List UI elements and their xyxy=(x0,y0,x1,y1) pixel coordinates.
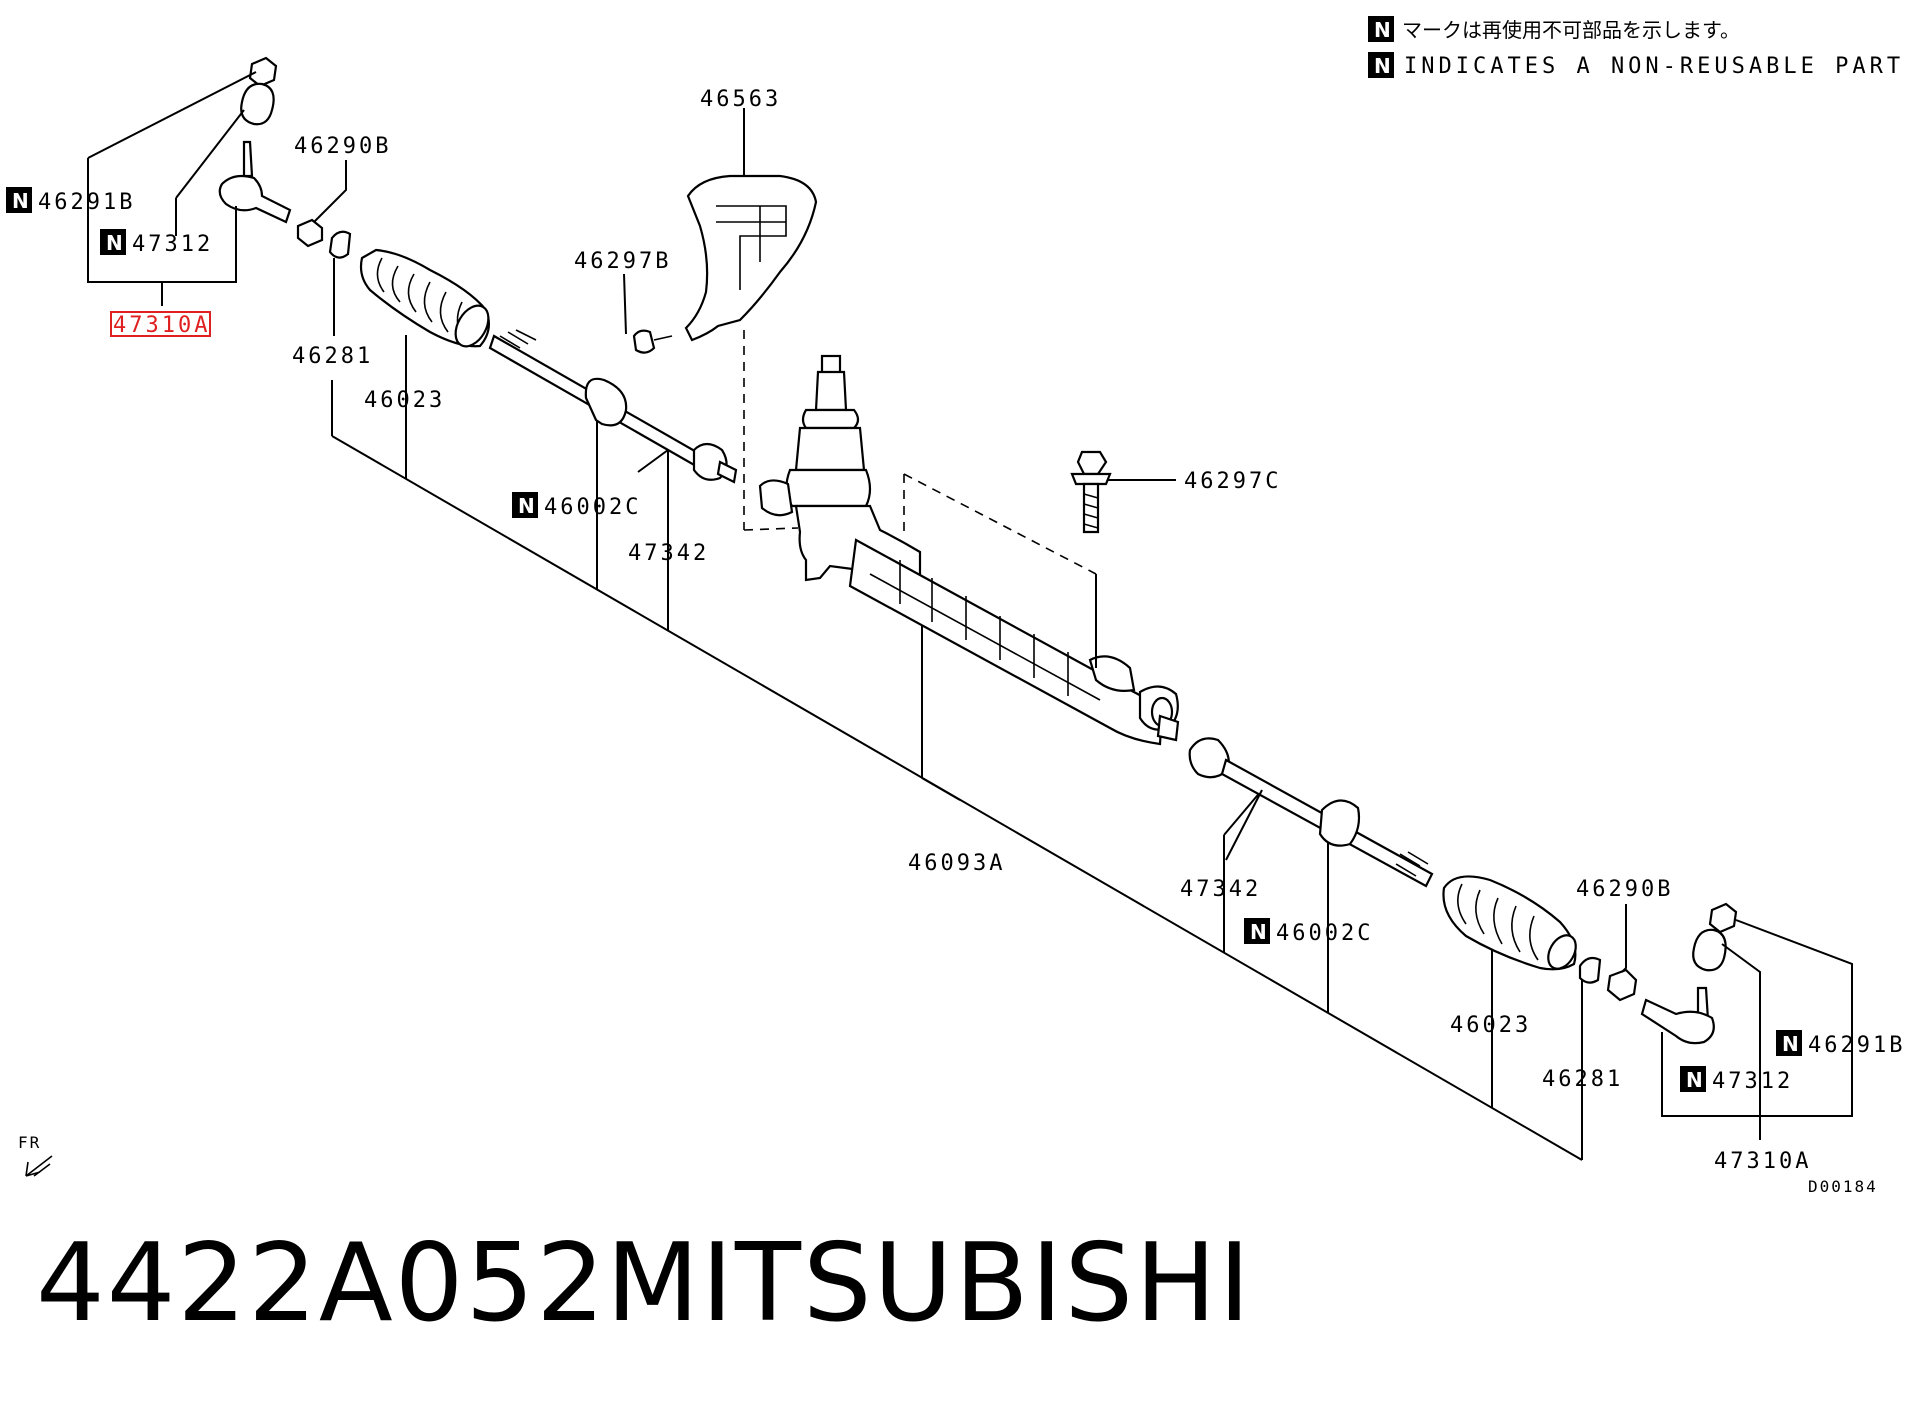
left-bellows-boot: 46023 xyxy=(359,248,491,413)
label-left-46291B: 46291B xyxy=(38,190,135,215)
label-right-47312: 47312 xyxy=(1712,1069,1793,1094)
right-inner-tie-rod: 47342 N 46002C xyxy=(1180,737,1434,946)
right-clip-46281 xyxy=(1578,956,1602,984)
fr-arrow-icon xyxy=(25,1155,53,1177)
legend-nonreusable-badge-1 xyxy=(1368,16,1394,42)
right-jam-nut-46290B xyxy=(1606,968,1638,1002)
left-clamp-46002C xyxy=(584,377,628,427)
label-right-46290B: 46290B xyxy=(1576,877,1673,902)
legend-nonreusable-badge-2 xyxy=(1368,52,1394,78)
left-47312-nonreusable-badge xyxy=(100,229,126,255)
rack-tube-46093A xyxy=(848,538,1164,746)
right-tie-rod-end-group: N 46291B N 47312 47310A xyxy=(1640,902,1905,1174)
left-nut-46291B xyxy=(248,56,278,88)
left-jam-nut-46290B xyxy=(296,218,324,248)
label-46297C: 46297C xyxy=(1184,469,1281,494)
right-47312-badge-letter: N xyxy=(1686,1068,1703,1092)
label-left-47342: 47342 xyxy=(628,541,709,566)
left-clip-46281 xyxy=(328,230,352,259)
mount-bracket-group: 46563 46297B xyxy=(574,87,818,531)
label-46093A: 46093A xyxy=(908,851,1005,876)
label-right-46281: 46281 xyxy=(1542,1067,1623,1092)
right-46291B-nonreusable-badge xyxy=(1776,1030,1802,1056)
label-right-46023: 46023 xyxy=(1450,1013,1531,1038)
label-left-46023: 46023 xyxy=(364,388,445,413)
left-jam-nut-and-clip: 46290B 46281 xyxy=(292,134,391,369)
right-tie-rod-end-body xyxy=(1640,998,1715,1045)
left-tie-rod-end-body xyxy=(218,174,292,224)
label-right-46002C: 46002C xyxy=(1276,921,1373,946)
right-47312-nonreusable-badge xyxy=(1680,1066,1706,1092)
legend-note-jp: マークは再使用不可部品を示します。 xyxy=(1402,18,1740,42)
label-46297B: 46297B xyxy=(574,249,671,274)
left-46291B-nonreusable-badge xyxy=(6,187,32,213)
bracket-46563 xyxy=(684,174,818,342)
right-46002C-nonreusable-badge xyxy=(1244,918,1270,944)
right-nut-46291B xyxy=(1708,902,1738,934)
fr-label: FR xyxy=(18,1133,41,1152)
brand-name: MITSUBISHI xyxy=(606,1221,1253,1346)
right-clamp-46002C xyxy=(1318,799,1361,847)
part-number: 4422A052 xyxy=(36,1221,607,1346)
label-right-47310A: 47310A xyxy=(1714,1149,1811,1174)
right-clip-and-jam-nut: 46290B 46281 xyxy=(1542,877,1673,1092)
bolt-46297C-head xyxy=(1076,450,1108,476)
right-46002C-badge-letter: N xyxy=(1250,920,1267,944)
legend-badge-letter-2: N xyxy=(1374,54,1391,78)
left-46002C-nonreusable-badge xyxy=(512,492,538,518)
front-direction-indicator: FR xyxy=(18,1133,53,1177)
label-left-46290B: 46290B xyxy=(294,134,391,159)
bolt-46297C-group: 46297C xyxy=(903,450,1281,668)
legend-badge-letter-1: N xyxy=(1374,18,1391,42)
assembly-bracket xyxy=(331,335,1583,1161)
left-dust-cover-47312 xyxy=(240,82,275,126)
label-46563: 46563 xyxy=(700,87,781,112)
label-left-47310A: 47310A xyxy=(113,313,210,338)
label-left-46002C: 46002C xyxy=(544,495,641,520)
right-dust-cover-47312 xyxy=(1692,928,1727,972)
label-right-46291B: 46291B xyxy=(1808,1033,1905,1058)
label-left-46281: 46281 xyxy=(292,344,373,369)
highlight-left-47310A xyxy=(110,311,211,337)
right-bellows-boot: 46023 xyxy=(1442,875,1577,1038)
bolt-46297B xyxy=(632,329,656,354)
left-tie-rod-end-group: N 46291B N 47312 47310A xyxy=(6,56,292,338)
left-inner-tie-rod: N 46002C 47342 xyxy=(488,329,738,566)
steering-gear-housing xyxy=(758,354,1180,746)
label-left-47312: 47312 xyxy=(132,232,213,257)
legend-note-en: INDICATES A NON-REUSABLE PART. xyxy=(1404,54,1907,79)
legend: N マークは再使用不可部品を示します。 N INDICATES A NON-RE… xyxy=(1368,16,1907,79)
right-46291B-badge-letter: N xyxy=(1782,1032,1799,1056)
left-46291B-badge-letter: N xyxy=(12,189,29,213)
left-47312-badge-letter: N xyxy=(106,231,123,255)
left-ball-stud xyxy=(242,140,254,178)
diagram-code: D00184 xyxy=(1808,1177,1878,1196)
label-right-47342: 47342 xyxy=(1180,877,1261,902)
left-46002C-badge-letter: N xyxy=(518,494,535,518)
